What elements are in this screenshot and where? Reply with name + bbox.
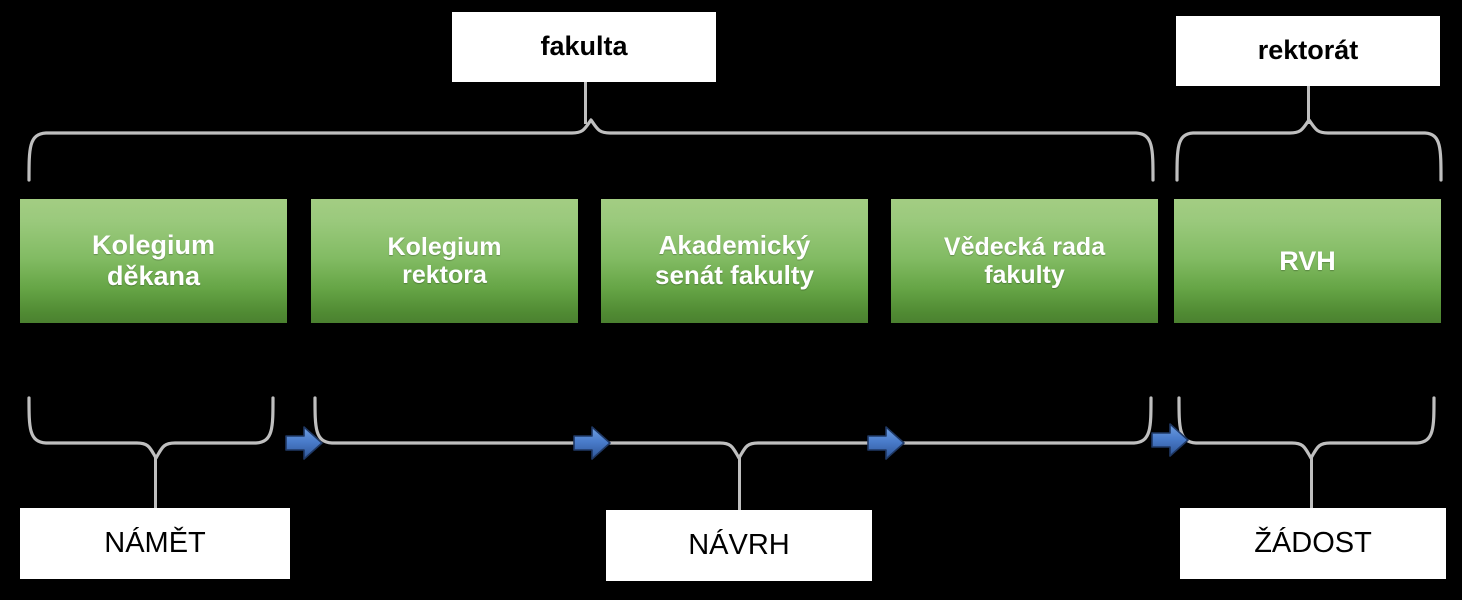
body-box-kolegium-dekana-line1: Kolegium [91,230,215,261]
connector-zadost-stem [1310,455,1313,508]
body-box-kolegium-rektora-line2: rektora [402,261,487,289]
title-box-rektorat: rektorát [1176,16,1440,86]
body-box-akademicky-senat-fakulty-line2: senát fakulty [655,260,814,290]
right-arrow-icon-navrh-to-zadost [1150,420,1190,460]
stage-box-zadost-label: ŽÁDOST [1254,526,1372,559]
body-box-kolegium-dekana: Kolegium děkana [20,199,287,323]
title-box-fakulta: fakulta [452,12,716,82]
stage-box-navrh: NÁVRH [606,510,872,581]
right-arrow-icon-namet-to-navrh [284,423,324,463]
body-box-akademicky-senat-fakulty-line1: Akademický [658,230,811,261]
stage-box-zadost: ŽÁDOST [1180,508,1446,579]
body-box-kolegium-rektora-line1: Kolegium [387,232,502,261]
right-arrow-icon-navrh-mid-1 [572,423,612,463]
body-box-vedecka-rada-fakulty: Vědecká rada fakulty [891,199,1158,323]
body-box-kolegium-rektora: Kolegium rektora [311,199,578,323]
body-box-rvh-line1: RVH [1279,245,1336,276]
brace-navrh [310,396,1156,460]
brace-rektorat [1173,118,1445,182]
stage-box-namet: NÁMĚT [20,508,290,579]
connector-navrh-stem [738,455,741,510]
body-box-rvh: RVH [1174,199,1441,323]
brace-fakulta [24,118,1158,182]
connector-rektorat-stem [1307,86,1310,124]
body-box-kolegium-dekana-line2: děkana [106,261,201,291]
connector-namet-stem [154,455,157,508]
brace-namet [24,396,278,460]
stage-box-navrh-label: NÁVRH [688,528,790,561]
body-box-vedecka-rada-fakulty-line2: fakulty [984,261,1065,289]
brace-zadost [1174,396,1444,460]
connector-fakulta-stem [584,82,587,124]
right-arrow-icon-navrh-mid-2 [866,423,906,463]
stage-box-namet-label: NÁMĚT [104,526,206,559]
title-box-rektorat-label: rektorát [1257,35,1359,66]
title-box-fakulta-label: fakulta [540,31,628,62]
body-box-vedecka-rada-fakulty-line1: Vědecká rada [943,232,1106,261]
body-box-akademicky-senat-fakulty: Akademický senát fakulty [601,199,868,323]
